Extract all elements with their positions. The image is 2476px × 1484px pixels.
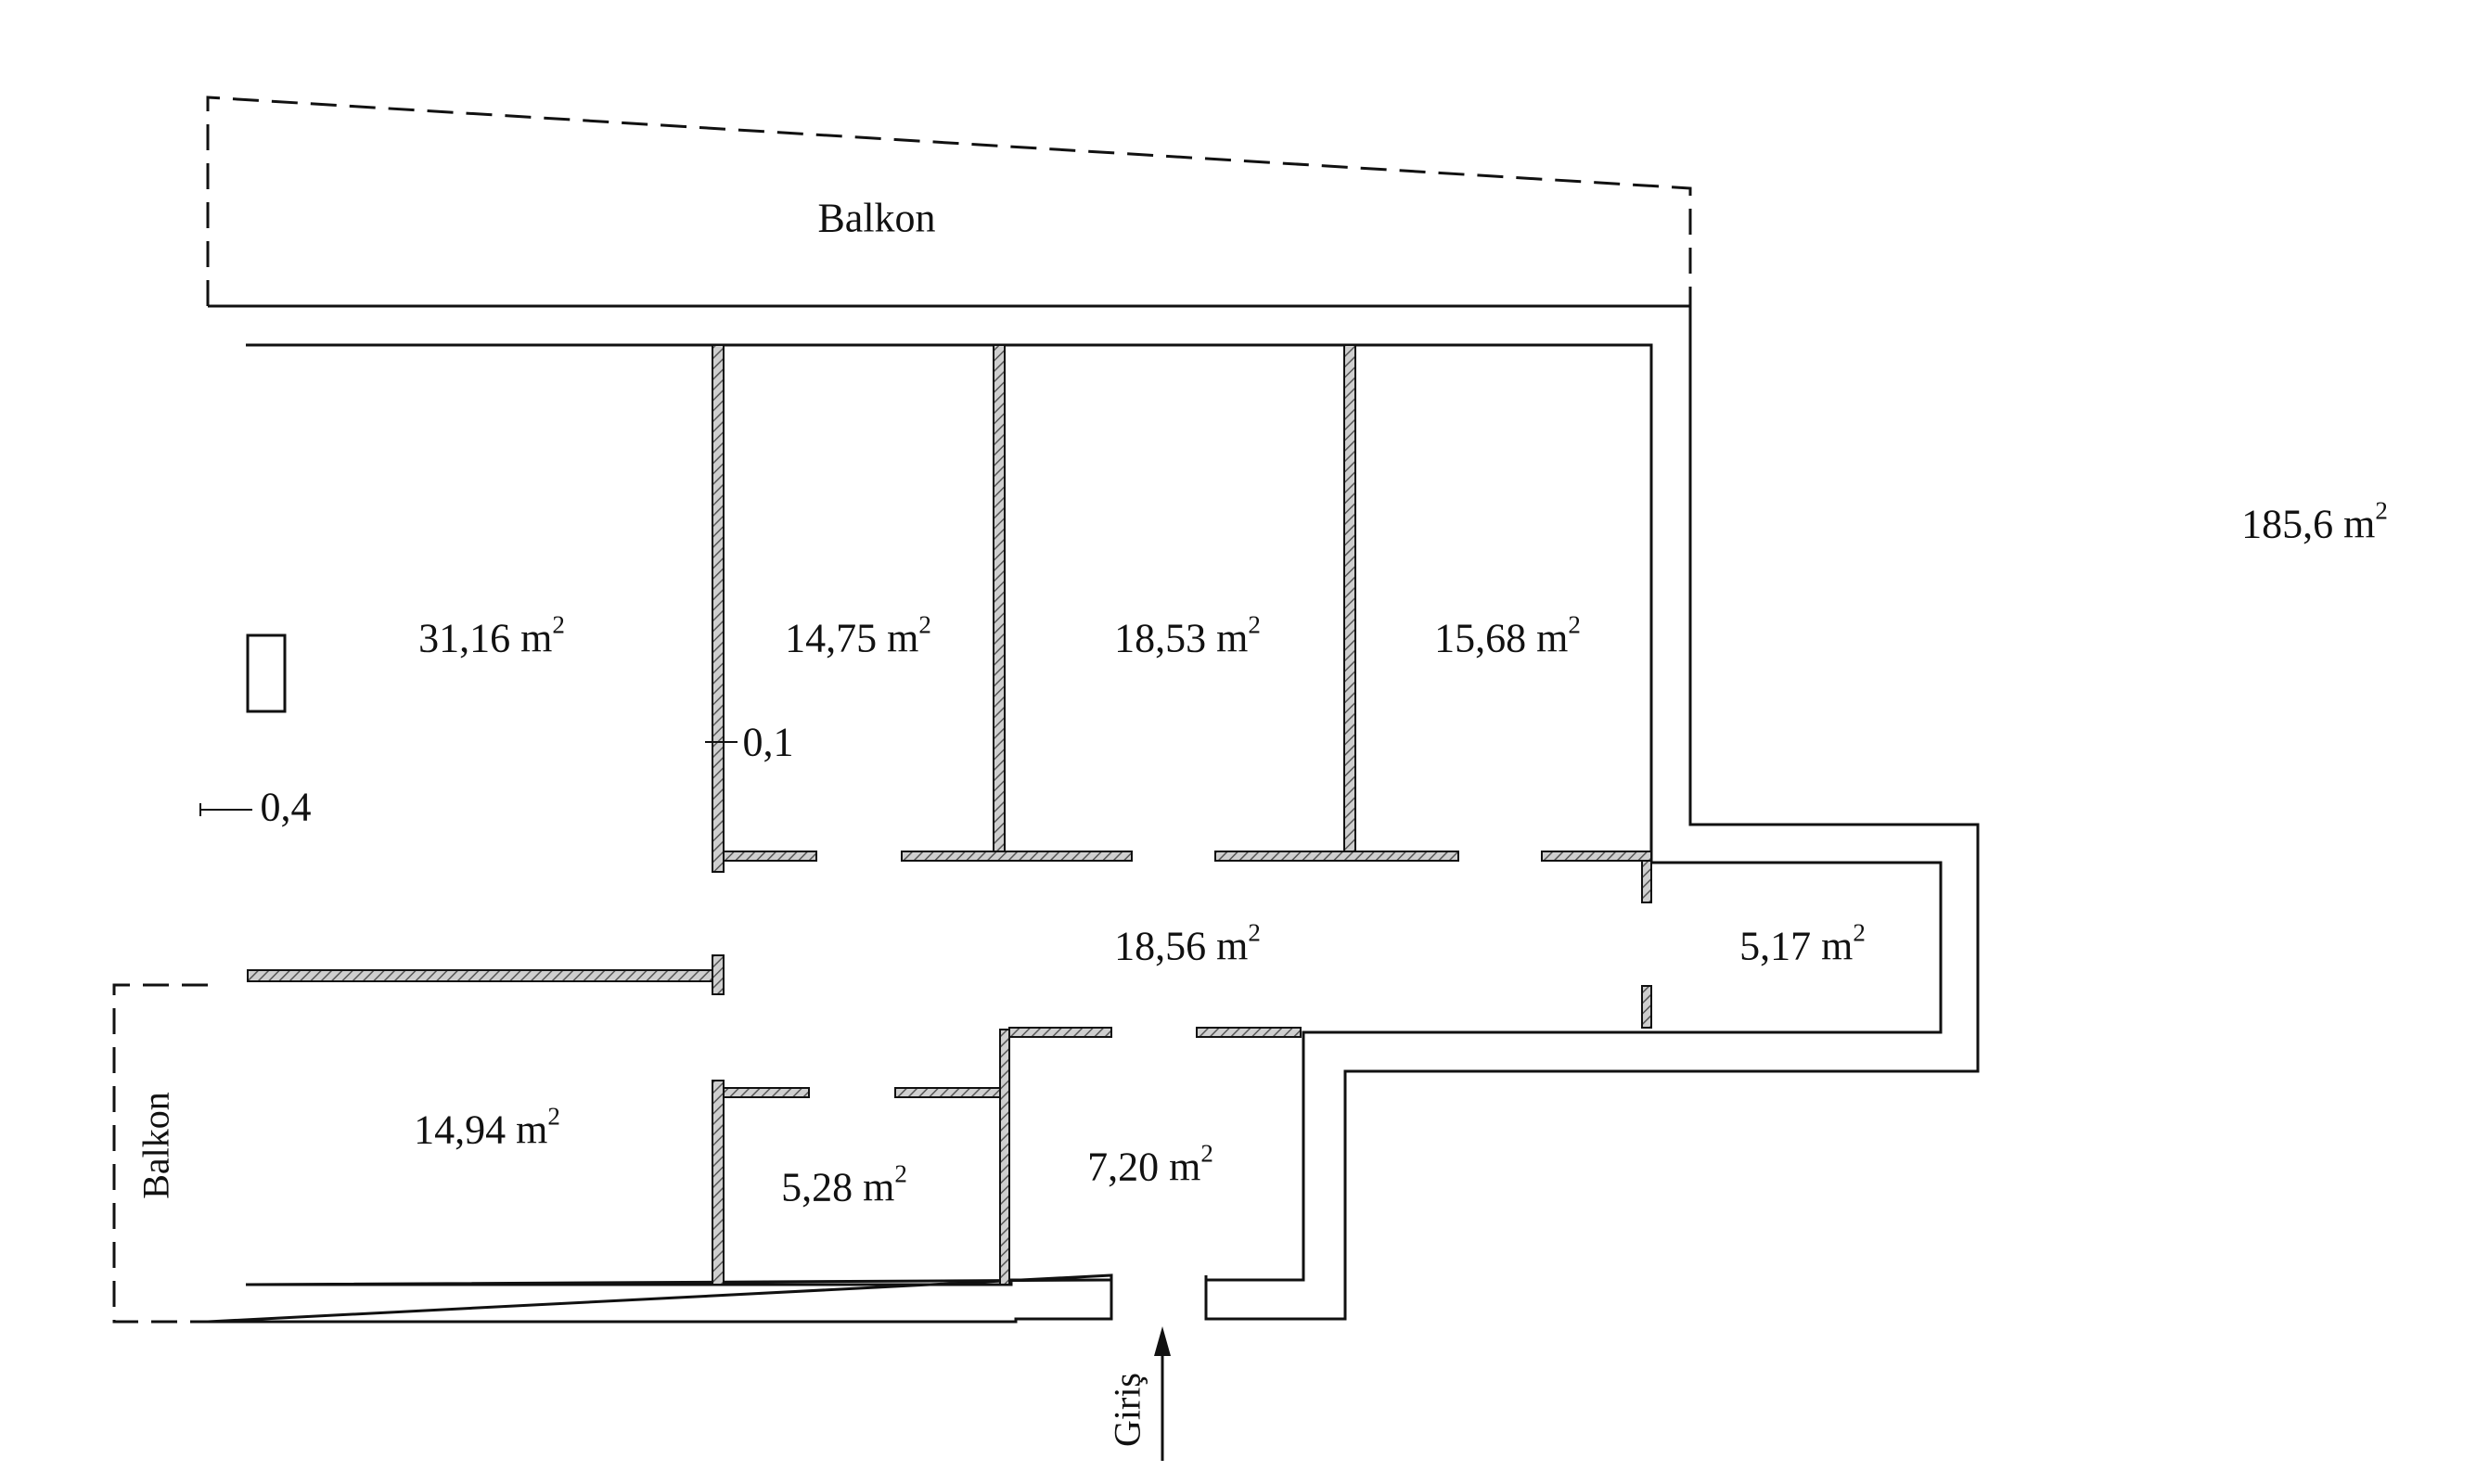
outer-wall [207,304,1980,1324]
inner-wall-thickness: 0,1 [742,719,794,765]
partition-h-2 [901,851,1133,862]
chimney [246,633,287,713]
entrance-arrow [1154,1326,1171,1461]
partition-h-8 [1008,1027,1112,1038]
partition-v-3 [1343,344,1356,854]
room-area-label: 5,28 m2 [781,1159,907,1210]
partition-h-1 [723,851,817,862]
partition-h-6 [723,1087,810,1098]
inner-wall [245,343,1943,1286]
partition-v-5 [1641,985,1652,1029]
entrance-label: Giriş [1106,1373,1148,1447]
partition-v-4 [1641,860,1652,903]
partition-v-7 [712,1080,725,1286]
balcony-top-label: Balkon [817,195,936,241]
partition-h-5 [247,969,714,982]
partition-v-8 [999,1029,1010,1286]
room-area-label: 14,75 m2 [785,610,931,661]
partition-h-7 [894,1087,1003,1098]
outer-wall-thickness: 0,4 [260,784,312,830]
balcony-left-outline [112,983,208,1324]
partition-h-4 [1541,851,1652,862]
room-area-label: 14,94 m2 [414,1102,560,1153]
thickness-markers [199,736,738,816]
corridor-area-label: 18,56 m2 [1114,918,1261,969]
balcony-left-label: Balkon [135,1092,177,1199]
partition-h-3 [1214,851,1459,862]
partition-walls [247,344,1652,1286]
partition-v-1 [712,344,725,873]
room-area-label: 31,16 m2 [418,610,565,661]
partition-v-6 [712,954,725,995]
partition-h-9 [1196,1027,1302,1038]
room-area-label: 18,53 m2 [1114,610,1261,661]
total-area: 185,6 m2 [2241,496,2388,547]
hall-area-label: 7,20 m2 [1087,1139,1213,1190]
balcony-top-outline [206,96,1692,306]
room-area-label: 15,68 m2 [1434,610,1581,661]
partition-v-2 [993,344,1006,854]
room-area-label: 5,17 m2 [1739,918,1866,969]
